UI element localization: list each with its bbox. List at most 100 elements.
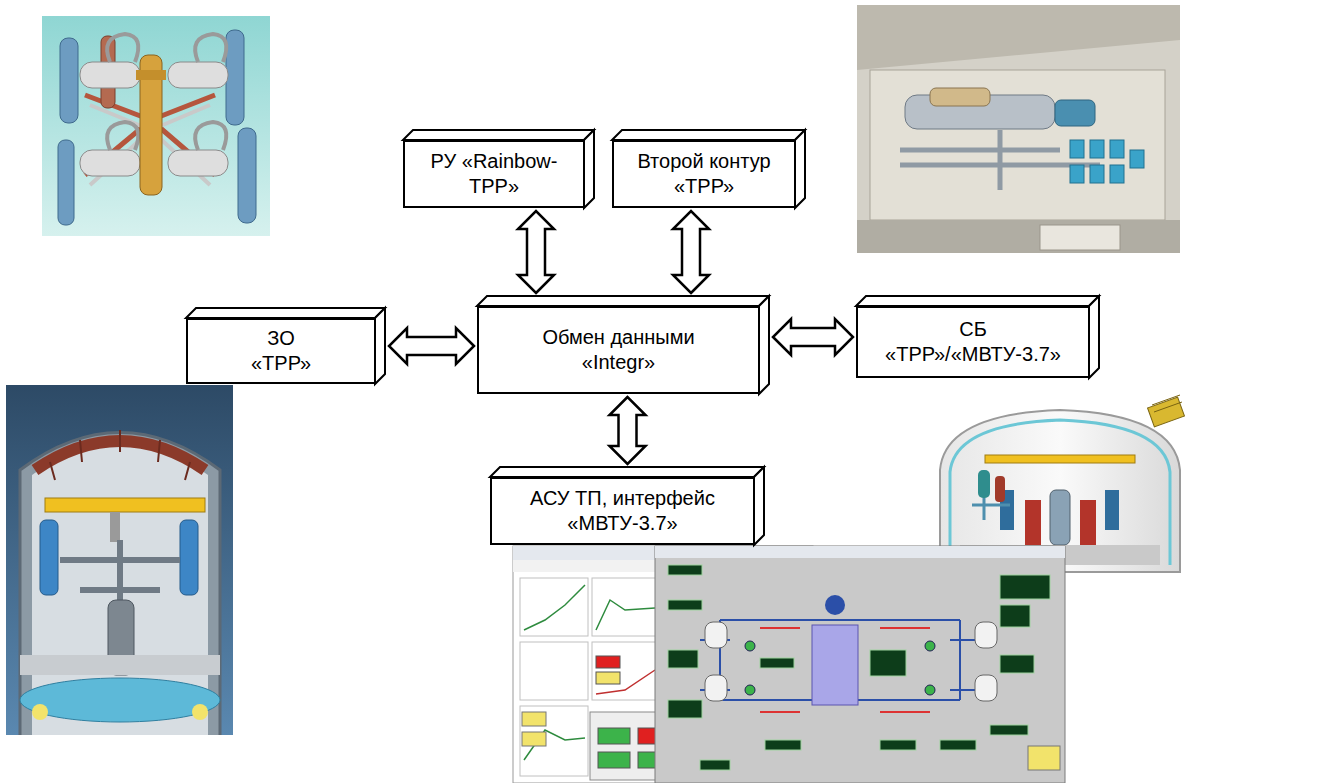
containment-building-picture-part [978,470,990,498]
box-depth [186,308,385,318]
interface-screenshot-picture-part-part [1000,605,1030,627]
interface-screenshot-picture-part [825,595,845,615]
process-box: ЗО «ТРР» [186,318,376,384]
turbine-hall-picture-part [1070,140,1144,183]
box-label: АСУ ТП, интерфейс «МВТУ-3.7» [518,486,728,536]
box-depth [759,296,769,394]
box-depth [490,467,764,477]
reactor-loops-picture-part [107,34,226,62]
interface-screenshot-picture-part-part [1000,655,1034,673]
process-box: Второй контур «ТРР» [612,140,796,208]
turbine-hall-picture-part [1040,225,1120,250]
turbine-hall-picture-part [1055,100,1095,126]
containment-cutaway-picture-part [20,655,220,675]
process-box: СБ «ТРР»/«МВТУ-3.7» [856,306,1090,378]
turbine-hall-picture-part [930,88,990,106]
turbine-hall-picture-part-part [1110,140,1124,158]
box-depth [477,296,769,306]
containment-cutaway-picture-part [6,385,233,735]
containment-building-picture-part [972,498,1010,520]
containment-cutaway-picture-part [20,433,220,736]
interface-screenshot-picture-part-part [1000,575,1050,599]
turbine-hall-picture-part-part [1090,140,1104,158]
interface-screenshot-picture-part [1028,746,1060,770]
process-box: АСУ ТП, интерфейс «МВТУ-3.7» [490,477,755,545]
box-label: СБ «ТРР»/«МВТУ-3.7» [873,317,1073,367]
containment-cutaway-picture [6,385,233,735]
box-label: Обмен данными «Integr» [529,325,709,375]
containment-building-picture-part [1105,490,1119,530]
reactor-loops-picture-part [42,16,270,236]
box-depth [754,467,764,545]
interface-screenshot-picture-part-part [925,685,935,695]
process-box: РУ «Rainbow-TPP» [403,140,585,208]
containment-cutaway-picture-part [32,704,48,720]
box-label: РУ «Rainbow-TPP» [419,149,569,199]
interface-screenshot-picture-part-part [880,740,916,750]
interface-screenshot-picture-part-part [975,622,997,648]
interface-screenshot-picture-part [596,670,655,694]
containment-building-picture-part [1080,500,1096,545]
interface-screenshot-picture-part-part [940,740,976,750]
containment-building-picture [940,395,1184,572]
box-label: Второй контур «ТРР» [624,149,784,199]
interface-screenshot-picture-part-part [520,642,588,700]
turbine-hall-picture [857,5,1180,253]
reactor-loops-picture-part [60,38,78,123]
containment-cutaway-picture-part [192,704,208,720]
containment-cutaway-picture-part [45,498,205,512]
interface-screenshot-picture-part-part [745,641,755,651]
containment-cutaway-picture-part [40,520,58,595]
interface-screenshot-picture-part [596,656,620,668]
box-depth [584,130,594,208]
turbine-hall-picture-part [857,5,1180,253]
reactor-loops-picture-part [238,128,256,223]
containment-building-picture-part [1025,500,1041,545]
box-depth [795,130,805,208]
interface-screenshot-picture-part-part [668,600,702,610]
turbine-hall-picture-part-part [1110,165,1124,183]
turbine-hall-picture-part-part [1090,165,1104,183]
interface-screenshot-picture-part-part [700,760,730,770]
containment-cutaway-picture-part [50,430,190,480]
interface-screenshot-picture-part-part [668,650,698,668]
containment-building-picture-part [995,476,1005,502]
box-label: ЗО «ТРР» [241,326,321,376]
interface-screenshot-picture [513,546,1065,783]
reactor-loops-picture-part [58,140,74,225]
interface-screenshot-picture-part-part [705,675,727,701]
interface-screenshot-picture-part-part [668,565,702,575]
reactor-loops-picture-part [107,122,226,150]
interface-screenshot-picture-part-part [925,641,935,651]
turbine-hall-picture-part-part [1130,150,1144,168]
interface-screenshot-picture-part-part [598,728,630,744]
interface-screenshot-picture-part-part [668,700,702,718]
reactor-loops-picture-part [80,150,140,176]
containment-building-picture-part [1152,395,1182,412]
interface-screenshot-picture-part [668,565,1050,770]
box-depth [856,296,1099,306]
containment-cutaway-picture-part [20,678,220,722]
interface-screenshot-picture-part [596,600,655,630]
reactor-loops-picture [42,16,270,236]
double-arrow [518,211,554,293]
interface-screenshot-picture-part-part [520,706,588,776]
interface-screenshot-picture-part-part [765,740,801,750]
double-arrow [610,397,646,464]
process-box: Обмен данными «Integr» [477,306,760,394]
containment-building-picture-part [1050,490,1070,545]
reactor-loops-picture-part [136,70,166,80]
box-depth [375,308,385,384]
reactor-loops-picture-part [168,150,228,176]
turbine-hall-picture-part [857,220,1180,253]
double-arrow [773,319,853,355]
interface-screenshot-picture-part [522,712,546,726]
interface-screenshot-picture-part [655,546,1065,783]
containment-building-picture-part [985,455,1135,463]
containment-building-picture-part [1148,397,1185,427]
reactor-loops-picture-part [168,62,228,88]
turbine-hall-picture-part [900,130,1100,190]
interface-screenshot-picture-part-part [975,675,997,701]
reactor-loops-picture-part [226,30,244,125]
